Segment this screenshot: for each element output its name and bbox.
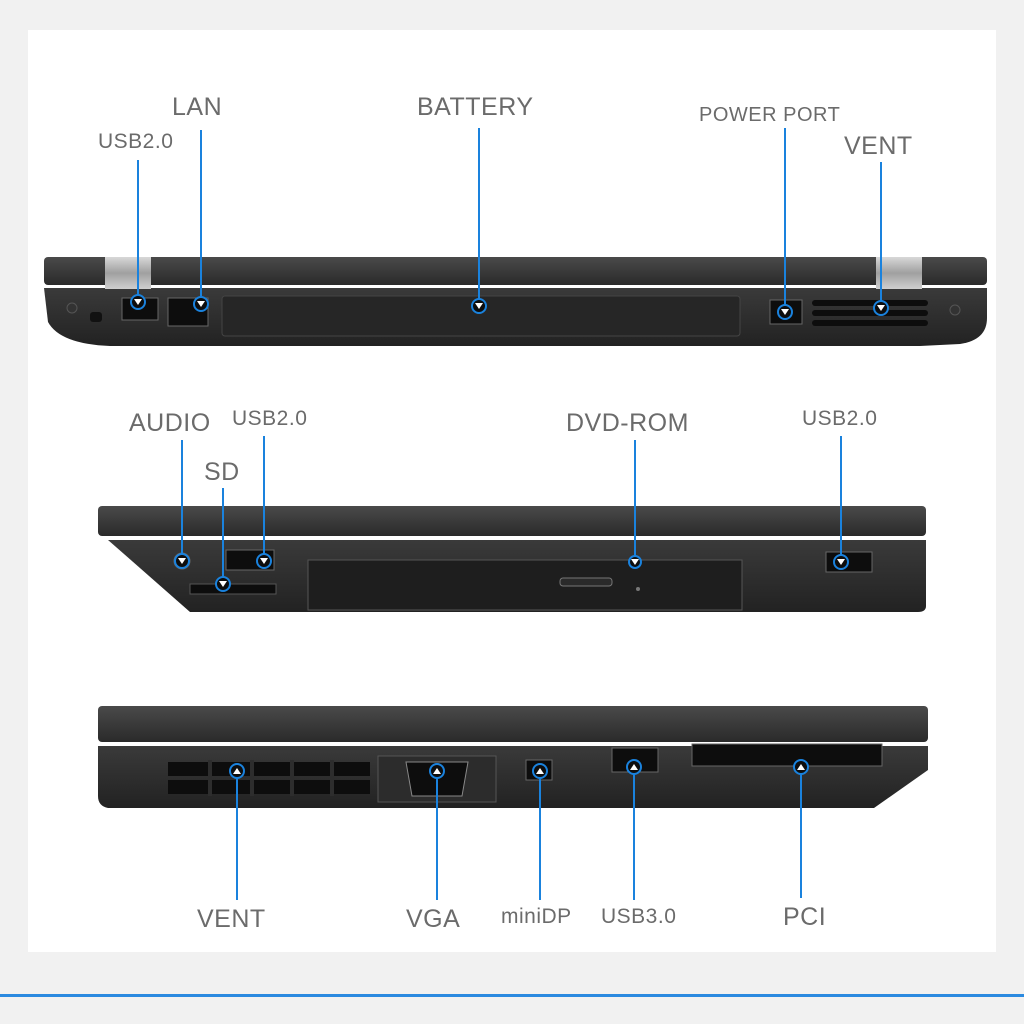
label-usb3: USB3.0 (601, 905, 677, 928)
label-usb2-left: USB2.0 (232, 407, 308, 430)
label-audio: AUDIO (129, 409, 211, 437)
side-vent-ribs (208, 760, 334, 796)
power-marker-icon (777, 304, 793, 320)
battery-bay (221, 295, 741, 337)
label-vent-side: VENT (197, 905, 266, 933)
usb-marker-icon (833, 554, 849, 570)
screw-icon (66, 302, 78, 314)
battery-marker-icon (471, 298, 487, 314)
left-lid (98, 506, 926, 536)
label-minidp: miniDP (501, 905, 572, 928)
left-hinge (105, 257, 151, 289)
lock-slot-icon (90, 312, 102, 322)
dvd-led-icon (636, 587, 640, 591)
rear-lid (44, 257, 987, 285)
label-lan: LAN (172, 93, 223, 121)
vent-marker-icon (229, 763, 245, 779)
callout-markers (130, 294, 889, 779)
right-view (98, 706, 928, 808)
bottom-accent-line (0, 994, 1024, 997)
dvd-drive (307, 559, 743, 611)
audio-marker-icon (174, 553, 190, 569)
dvd-marker-icon (628, 555, 642, 569)
label-usb2-right: USB2.0 (802, 407, 878, 430)
label-vent-rear: VENT (844, 132, 913, 160)
right-lid (98, 706, 928, 742)
minidp-marker-icon (532, 763, 548, 779)
sd-marker-icon (215, 576, 231, 592)
right-hinge (876, 257, 922, 289)
rear-view (44, 257, 987, 346)
screw-icon (949, 304, 961, 316)
label-sd: SD (204, 458, 240, 486)
vga-marker-icon (429, 763, 445, 779)
label-pci: PCI (783, 903, 827, 931)
vent-marker-icon (873, 300, 889, 316)
lan-marker-icon (193, 296, 209, 312)
rear-vent-grille (812, 300, 928, 326)
label-usb2-rear: USB2.0 (98, 130, 174, 153)
usb-marker-icon (130, 294, 146, 310)
usb-marker-icon (256, 553, 272, 569)
callouts (137, 128, 882, 900)
usb3-marker-icon (626, 759, 642, 775)
label-battery: BATTERY (417, 93, 534, 121)
label-power-port: POWER PORT (699, 104, 841, 126)
label-vga: VGA (406, 905, 461, 933)
pci-slot (691, 743, 883, 767)
dvd-eject-button (559, 577, 613, 587)
label-dvd-rom: DVD-ROM (566, 409, 689, 437)
side-vent-grille (168, 762, 370, 794)
sd-slot (189, 583, 277, 595)
pci-marker-icon (793, 759, 809, 775)
